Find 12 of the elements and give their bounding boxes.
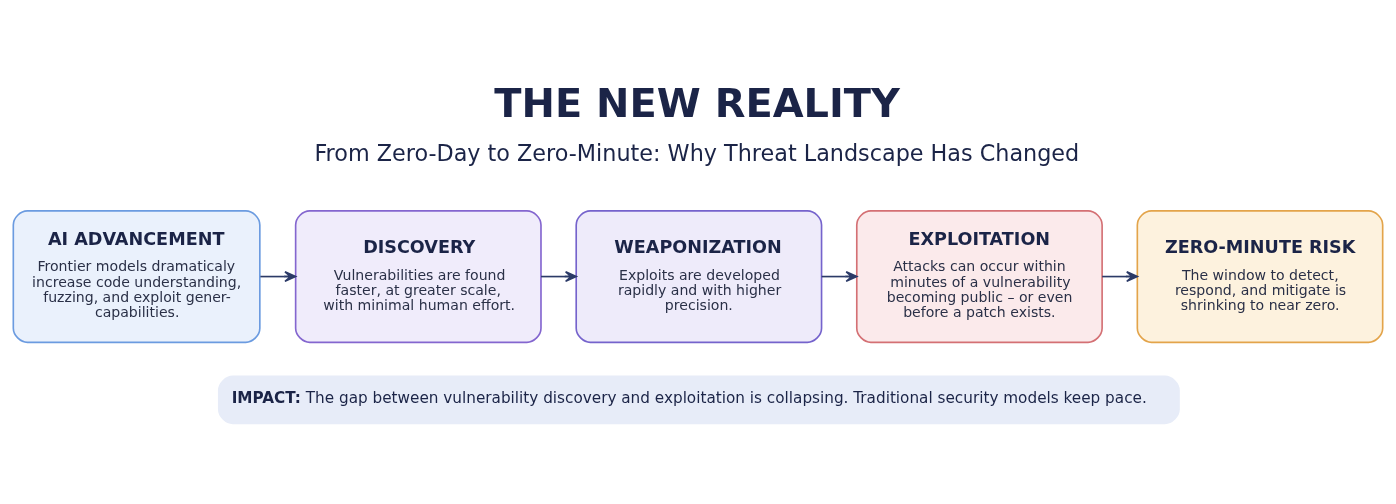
node-box: WEAPONIZATION Exploits are developed rapidly and with higher precision.: [575, 209, 823, 343]
node-box: AI ADVANCEMENT Frontier models dramaticaly increase code understanding, fuzzing, and exploit gener- capabilities.: [12, 209, 261, 343]
label: From Zero-Day to Zero-Minute: Why Threat Landscape Has Changed: [314, 139, 1080, 166]
arrow: [1101, 270, 1139, 282]
node-box: DISCOVERY Vulnerabilities are found faster, at greater scale, with minimal human effort.: [294, 209, 542, 343]
node-box: ZERO-MINUTE RISK The window to detect, respond, and mitigate is shrinking to near zero.: [1136, 209, 1384, 343]
node-box: IMPACT: The gap between vulnerability discovery and exploitation is collapsing. Traditional security models keep pace.: [217, 375, 1180, 424]
arrow: [540, 270, 578, 282]
arrow: [820, 270, 858, 282]
node-box: EXPLOITATION Attacks can occur within minutes of a vulnerability becoming public – or even before a patch exists.: [855, 209, 1103, 343]
arrow: [259, 270, 297, 282]
diagram-title: THE NEW REALITY: [494, 79, 900, 126]
